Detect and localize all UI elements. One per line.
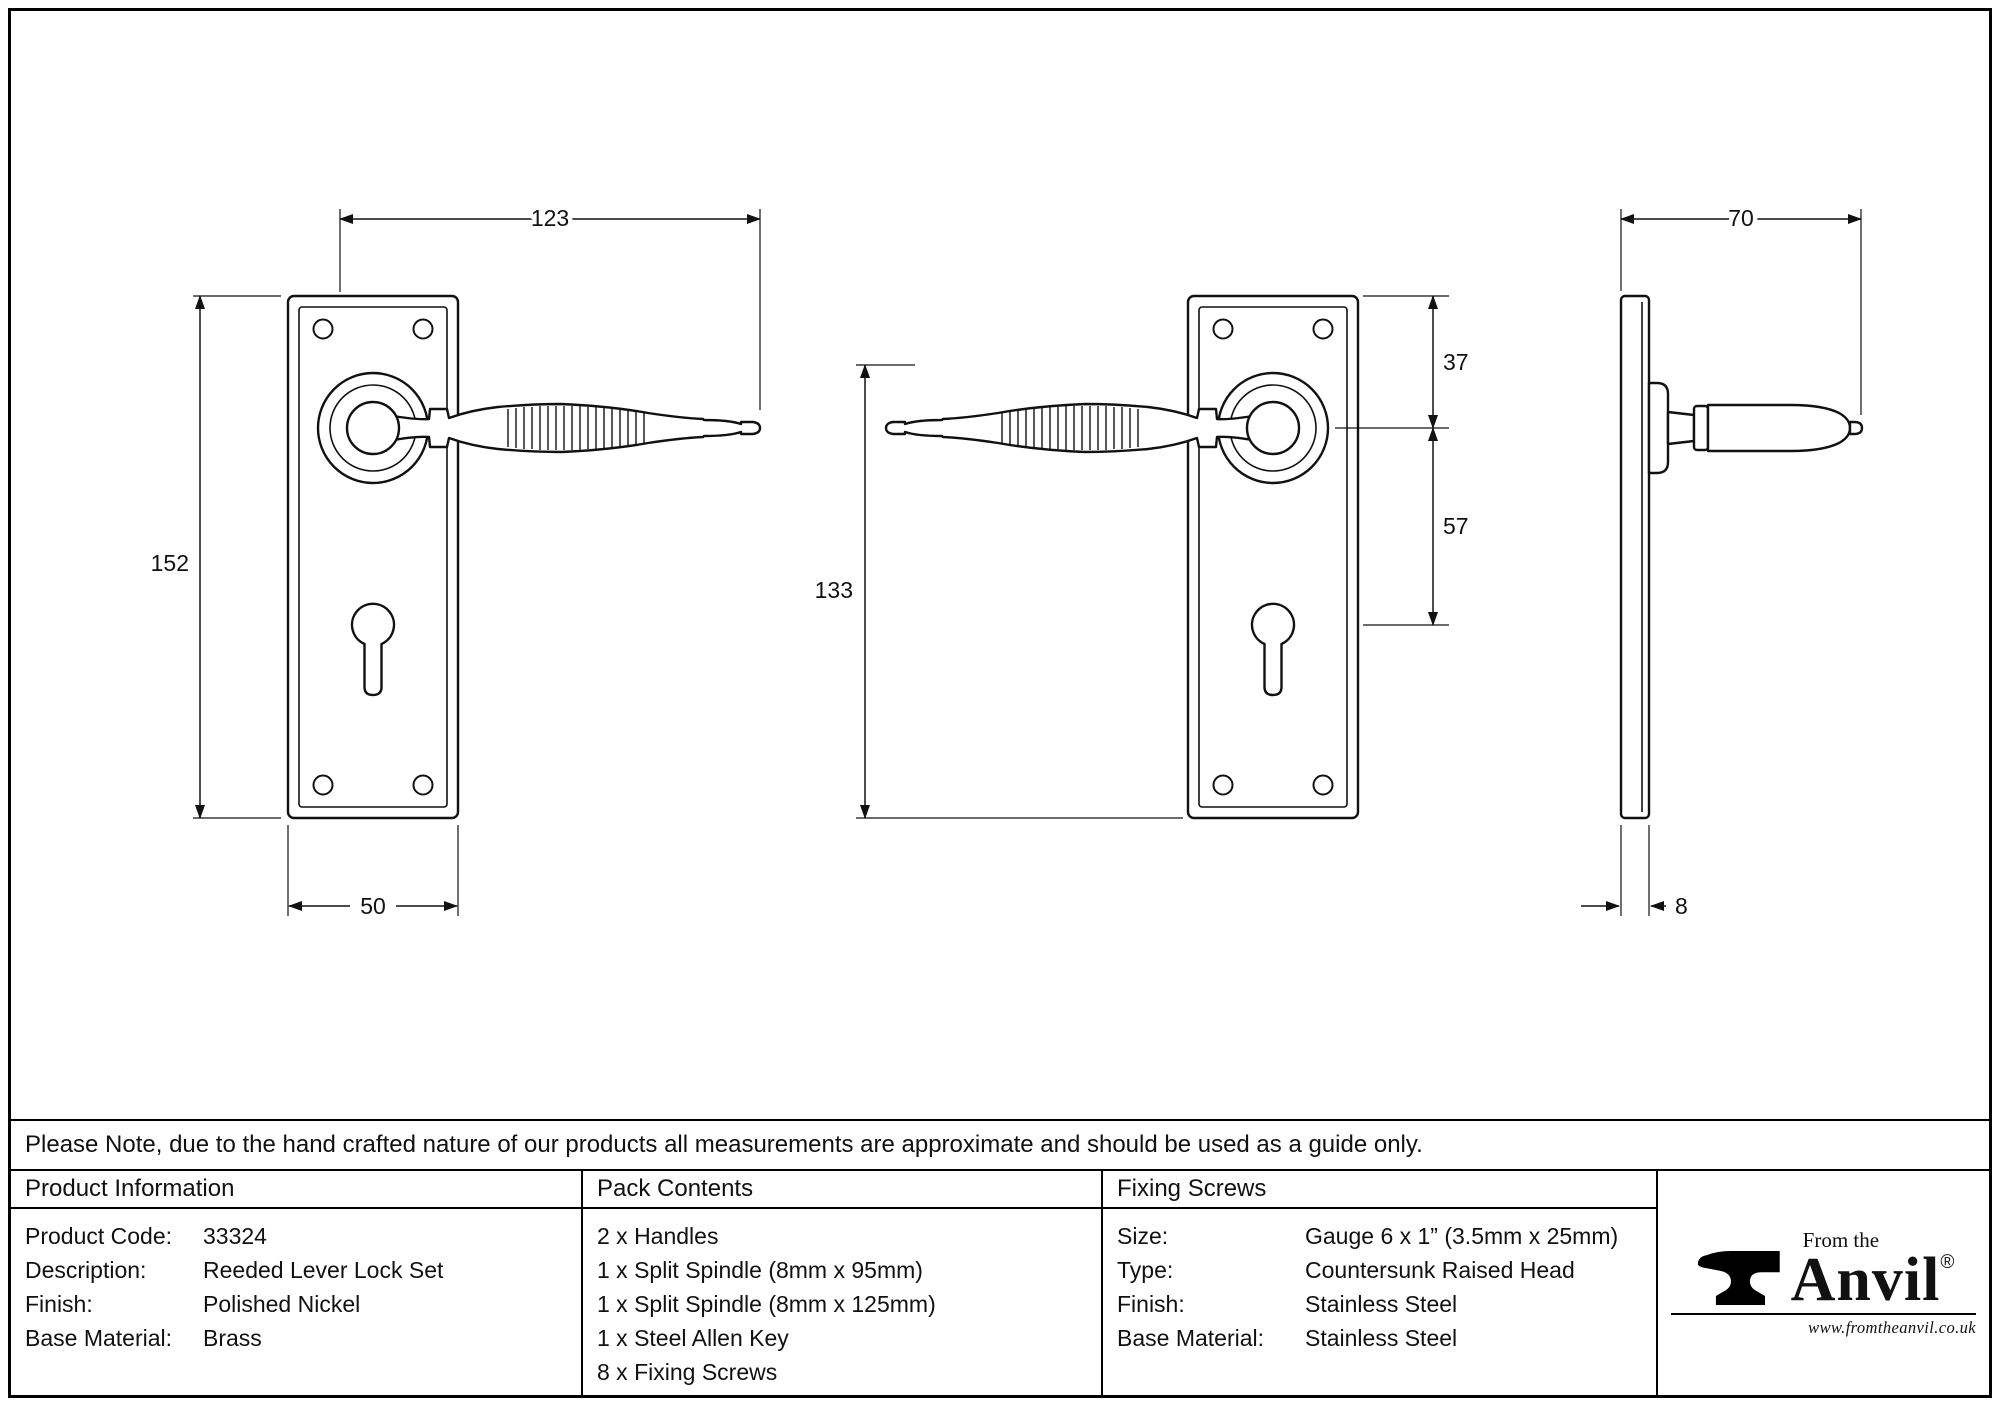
- field-value: Stainless Steel: [1305, 1325, 1458, 1351]
- brand-logo-cell: From the Anvil ® www.fromtheanvil.co.uk: [1658, 1171, 1989, 1395]
- field-label: Product Code:: [25, 1223, 173, 1249]
- dim-label-spindle-to-keyhole: 57: [1443, 513, 1469, 539]
- pack-contents-body: 2 x Handles 1 x Split Spindle (8mm x 95m…: [583, 1209, 1103, 1395]
- brand-logo-top: From the Anvil ®: [1671, 1228, 1976, 1310]
- field-value: Brass: [203, 1325, 262, 1351]
- field-value: Countersunk Raised Head: [1305, 1257, 1575, 1283]
- table-row: Type: Countersunk Raised Head: [1117, 1253, 1656, 1287]
- field-label: Size:: [1117, 1223, 1169, 1249]
- brand-logo: From the Anvil ® www.fromtheanvil.co.uk: [1671, 1228, 1976, 1339]
- pack-item: 1 x Steel Allen Key: [597, 1325, 789, 1351]
- pack-item: 1 x Split Spindle (8mm x 95mm): [597, 1257, 923, 1283]
- dim-label-plate-thickness: 8: [1675, 893, 1688, 919]
- anvil-icon: [1697, 1251, 1780, 1306]
- field-label: Base Material:: [25, 1325, 173, 1351]
- table-row: Finish: Stainless Steel: [1117, 1287, 1656, 1321]
- lever-tip-side: [1848, 420, 1864, 436]
- lever-collar-side: [1692, 404, 1710, 452]
- mirrored-view: [884, 294, 1360, 820]
- brand-name-row: Anvil ®: [1790, 1245, 1955, 1314]
- table-header-pack-contents: Pack Contents: [583, 1171, 1103, 1209]
- drawing-sheet: 123 152 50 133: [8, 8, 1992, 1398]
- dimension-plate-thickness: 8: [1581, 825, 1692, 924]
- dimension-projection: 70: [1620, 201, 1862, 415]
- product-table: Product Information Pack Contents Fixing…: [11, 1169, 1989, 1395]
- table-row: Base Material: Stainless Steel: [1117, 1321, 1656, 1355]
- brand-logo-text: From the Anvil ®: [1790, 1227, 1955, 1314]
- fixing-screws-body: Size: Gauge 6 x 1” (3.5mm x 25mm) Type: …: [1103, 1209, 1658, 1395]
- dimension-overall-height: 133: [810, 364, 1183, 819]
- field-label: Type:: [1117, 1257, 1174, 1283]
- notice-text: Please Note, due to the hand crafted nat…: [25, 1131, 1423, 1158]
- pack-item: 8 x Fixing Screws: [597, 1359, 778, 1385]
- lever-grip-side: [1706, 403, 1852, 453]
- field-value: 33324: [203, 1223, 267, 1249]
- table-row: Base Material: Brass: [25, 1321, 581, 1355]
- technical-drawing: 123 152 50 133: [146, 201, 1864, 924]
- table-row: Finish: Polished Nickel: [25, 1287, 581, 1321]
- dim-label-plate-height: 152: [151, 550, 189, 576]
- brand-tagline: From the: [1802, 1227, 1880, 1252]
- table-header-product-info: Product Information: [11, 1171, 583, 1209]
- dim-label-projection: 70: [1728, 205, 1754, 231]
- field-label: Finish:: [1117, 1291, 1185, 1317]
- field-value: Reeded Lever Lock Set: [203, 1257, 444, 1283]
- table-row: Description: Reeded Lever Lock Set: [25, 1253, 581, 1287]
- field-label: Description:: [25, 1257, 147, 1283]
- field-value: Stainless Steel: [1305, 1291, 1458, 1317]
- front-view: [286, 294, 762, 820]
- table-row: Size: Gauge 6 x 1” (3.5mm x 25mm): [1117, 1219, 1656, 1253]
- brand-name: Anvil: [1790, 1245, 1941, 1314]
- pack-item: 2 x Handles: [597, 1223, 719, 1249]
- registered-mark: ®: [1940, 1251, 1955, 1273]
- side-view: [1619, 294, 1864, 820]
- field-label: Base Material:: [1117, 1325, 1265, 1351]
- table-header-fixing-screws: Fixing Screws: [1103, 1171, 1658, 1209]
- field-value: Polished Nickel: [203, 1291, 361, 1317]
- field-label: Finish:: [25, 1291, 93, 1317]
- dim-label-top-to-spindle: 37: [1443, 349, 1469, 375]
- product-info-body: Product Code: 33324 Description: Reeded …: [11, 1209, 583, 1395]
- dimension-plate-width: 50: [287, 825, 459, 924]
- backplate-side: [1619, 294, 1651, 820]
- dim-label-lever-length: 123: [531, 205, 569, 231]
- dim-label-overall-height: 133: [815, 577, 853, 603]
- dimension-plate-height: 152: [146, 295, 281, 819]
- dimension-lever-length: 123: [339, 201, 761, 410]
- rose-side: [1647, 381, 1670, 475]
- dim-label-plate-width: 50: [360, 893, 386, 919]
- dimension-centres: 37 57: [1335, 295, 1473, 626]
- pack-item: 1 x Split Spindle (8mm x 125mm): [597, 1291, 936, 1317]
- lever-neck-side: [1666, 410, 1696, 446]
- notice-bar: Please Note, due to the hand crafted nat…: [11, 1119, 1989, 1169]
- brand-url: www.fromtheanvil.co.uk: [1671, 1313, 1976, 1338]
- table-row: Product Code: 33324: [25, 1219, 581, 1253]
- field-value: Gauge 6 x 1” (3.5mm x 25mm): [1305, 1223, 1619, 1249]
